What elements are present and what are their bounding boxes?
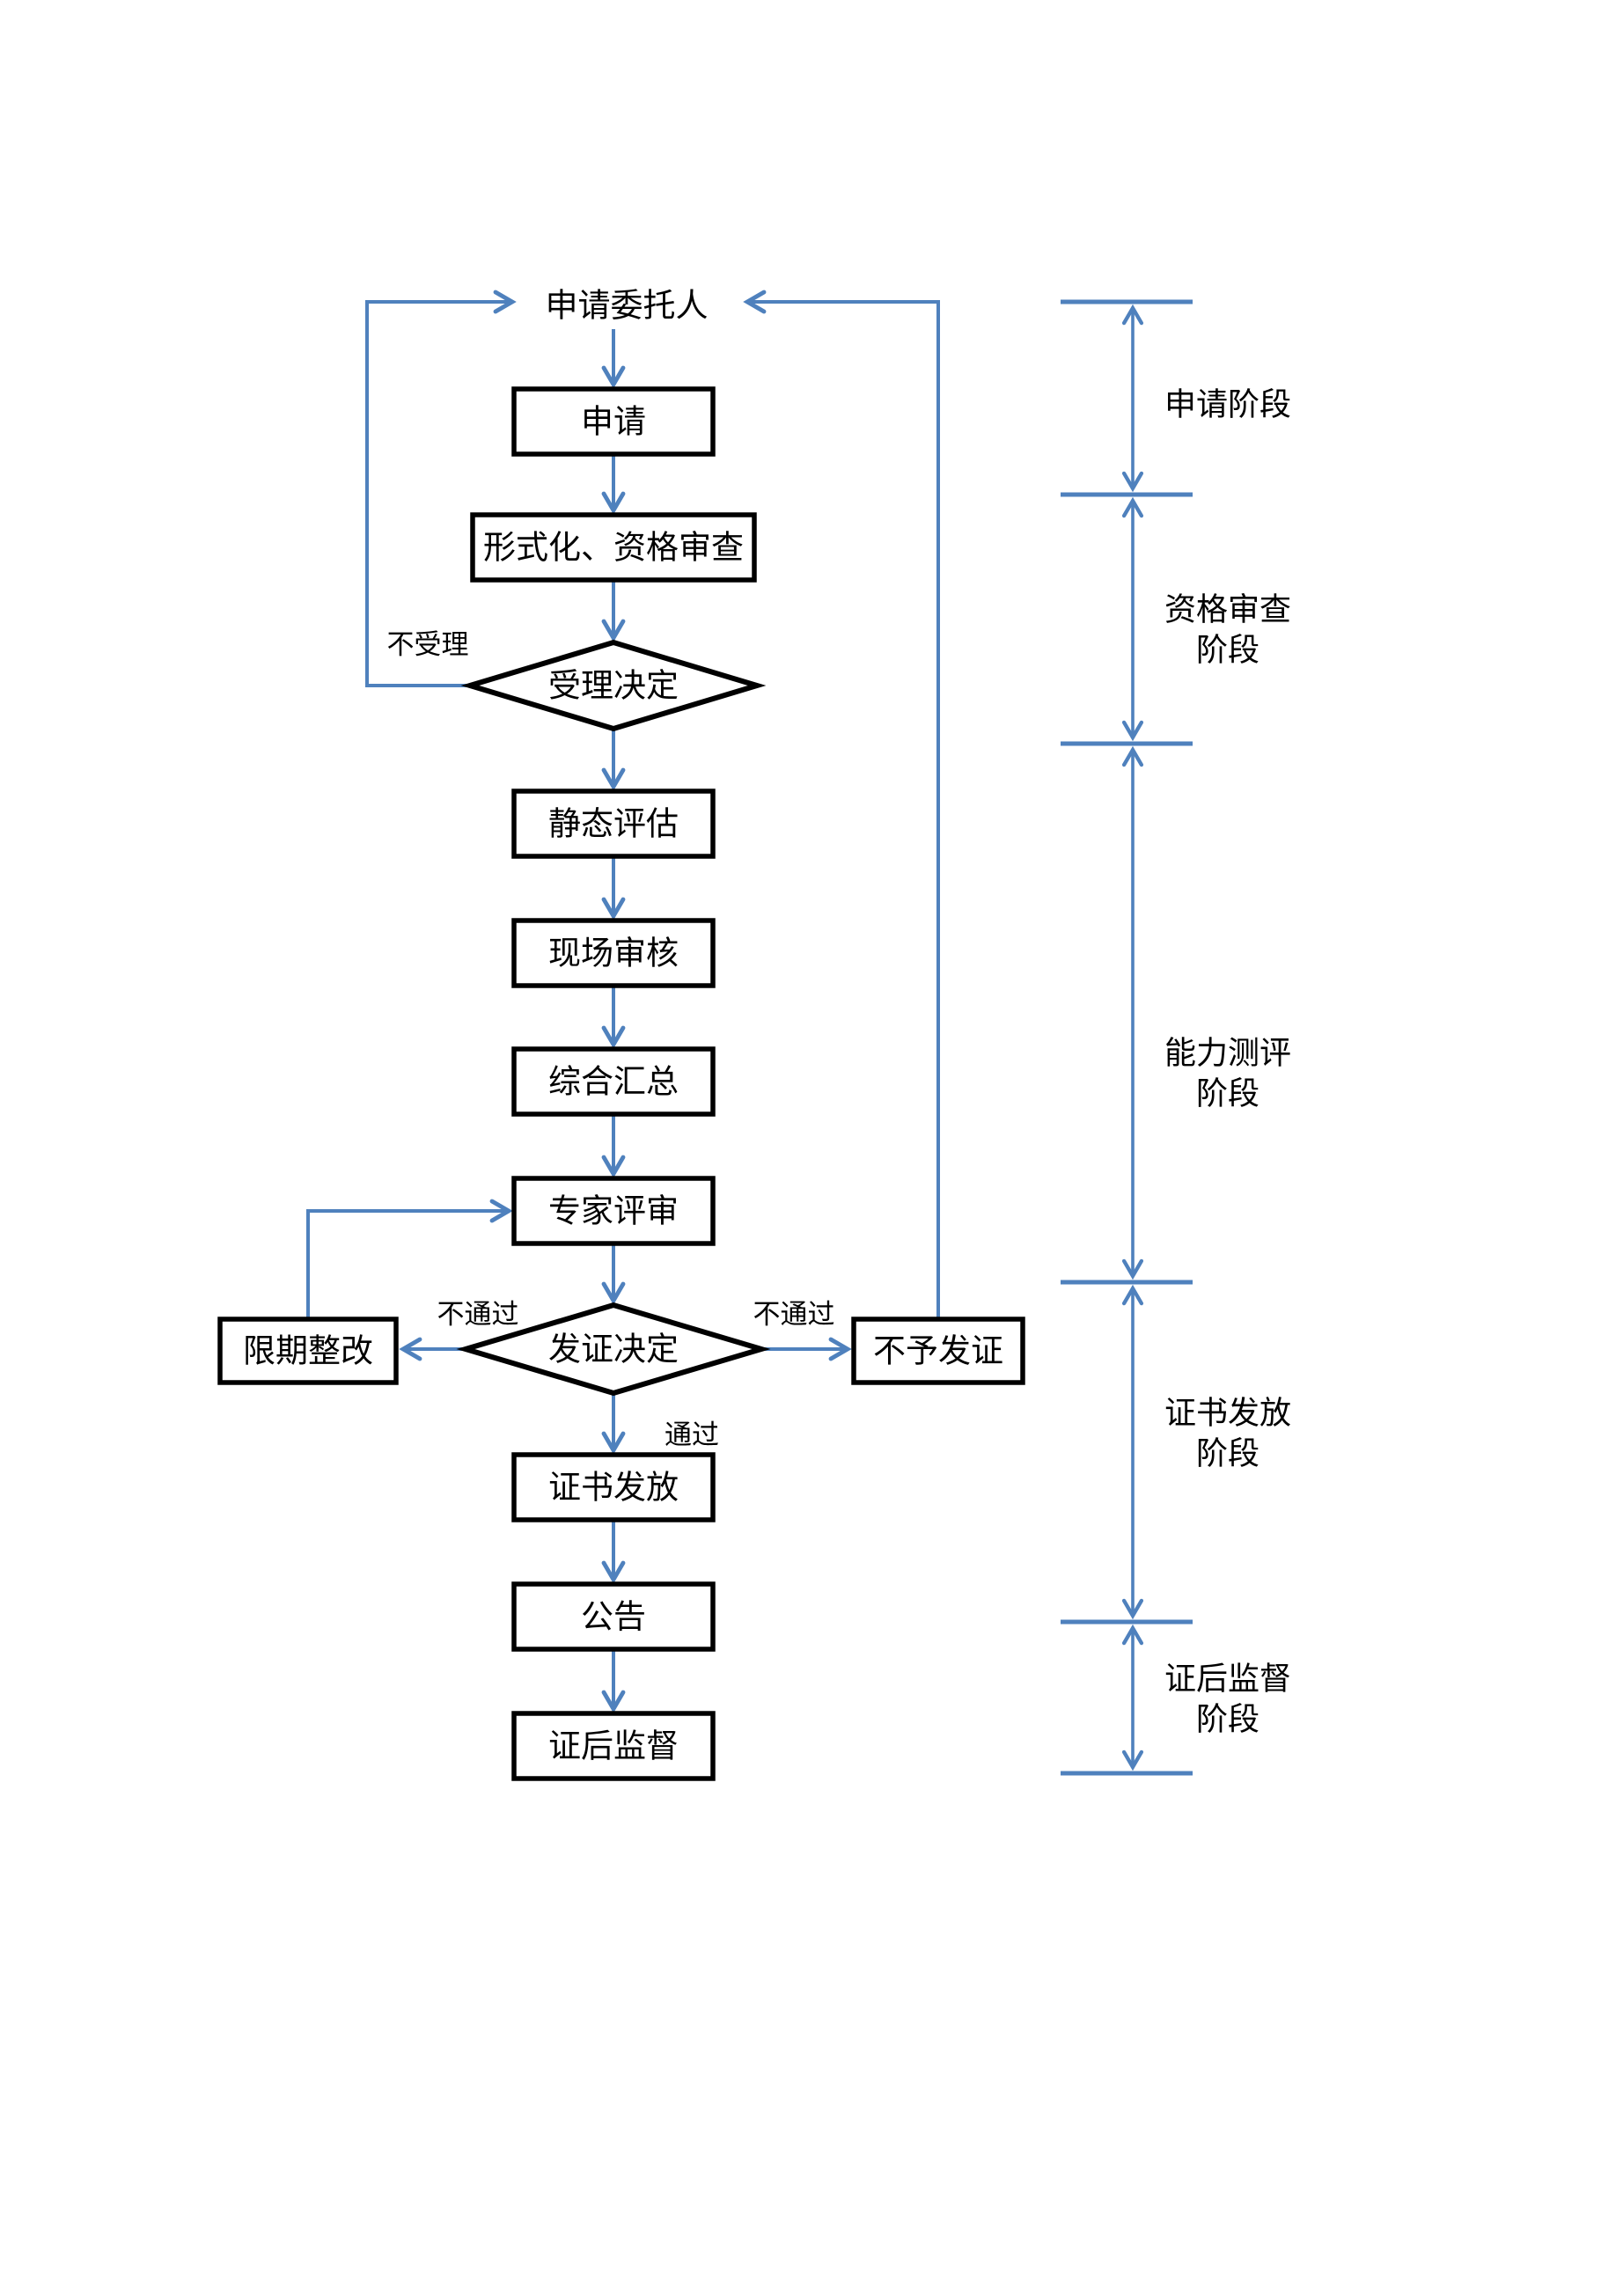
node-no-certification-box [851,1317,1025,1385]
node-post-certification-supervision: 证后监督 [511,1711,716,1781]
node-summary-box [511,1046,716,1117]
node-issuance-label: 证书发放 [548,1469,679,1507]
node-formality-label: 形式化、资格审查 [483,529,744,567]
node-expert-review: 专家评审 [511,1176,716,1246]
node-onsite-label: 现场审核 [548,935,679,972]
node-static-label: 静态评估 [548,805,679,843]
node-supervision-box [511,1711,716,1781]
stage-label-capability-line1: 能力测评 [1164,1036,1291,1072]
node-announcement-label: 公告 [581,1598,646,1636]
node-certificate-issuance: 证书发放 [511,1452,716,1522]
stage-label-supervision-line1: 证后监督 [1164,1661,1291,1698]
node-applicant-label: 申请委托人 [546,287,709,325]
node-acceptance-diamond [460,639,767,732]
node-certification-decision: 发证决定 [456,1302,771,1397]
node-supervision-label: 证后监督 [548,1728,679,1765]
edge-label-not-accepted: 不受理 [387,629,469,661]
node-rectification-label: 限期整改 [243,1332,373,1370]
stage-label-issuance-line1: 证书发放 [1164,1396,1291,1432]
node-onsite-audit: 现场审核 [511,918,716,988]
stage-label-application: 申请阶段 [1164,387,1291,423]
node-announcement: 公告 [511,1581,716,1652]
stage-label-supervision-line2: 阶段 [1196,1702,1259,1738]
node-apply-box [511,386,716,457]
node-issuance-box [511,1452,716,1522]
node-static-assessment: 静态评估 [511,789,716,859]
stage-label-issuance-line2: 阶段 [1196,1436,1259,1472]
stage-label-capability-line2: 阶段 [1196,1076,1259,1112]
stage-ruler [1061,299,1193,1776]
node-apply: 申请 [511,386,716,457]
node-expert-label: 专家评审 [548,1192,679,1230]
node-summary-label: 综合汇总 [548,1063,679,1101]
edge-not-accepted-return-loop [365,290,517,687]
stage-label-qualification-line1: 资格审查 [1164,592,1291,628]
node-static-box [511,789,716,859]
node-comprehensive-summary: 综合汇总 [511,1046,716,1117]
node-applicant: 申请委托人 [546,287,709,325]
stage-label-qualification-line2: 阶段 [1196,633,1259,669]
edge-label-pass: 通过 [665,1419,719,1451]
node-formality-box [470,512,757,583]
edge-label-fail-right: 不通过 [753,1299,835,1331]
node-formality-qualification-review: 形式化、资格审查 [470,512,757,583]
edge-rectification-to-expert-loop [306,1199,513,1319]
stage-labels: 申请阶段 资格审查 阶段 能力测评 阶段 证书发放 阶段 证后监督 阶段 [1164,387,1291,1738]
node-acceptance-label: 受理决定 [548,667,679,705]
node-certification-diamond [456,1302,771,1397]
node-apply-label: 申请 [581,403,646,441]
node-expert-box [511,1176,716,1246]
edge-label-fail-left: 不通过 [437,1299,519,1331]
node-rectification-box [217,1317,399,1385]
node-announcement-box [511,1581,716,1652]
node-deadline-rectification: 限期整改 [217,1317,399,1385]
node-certification-label: 发证决定 [548,1331,679,1368]
node-onsite-box [511,918,716,988]
node-no-certification-label: 不予发证 [873,1332,1003,1370]
node-no-certification: 不予发证 [851,1317,1025,1385]
node-acceptance-decision: 受理决定 [460,639,767,732]
edge-no-certification-return-loop [743,290,940,1319]
